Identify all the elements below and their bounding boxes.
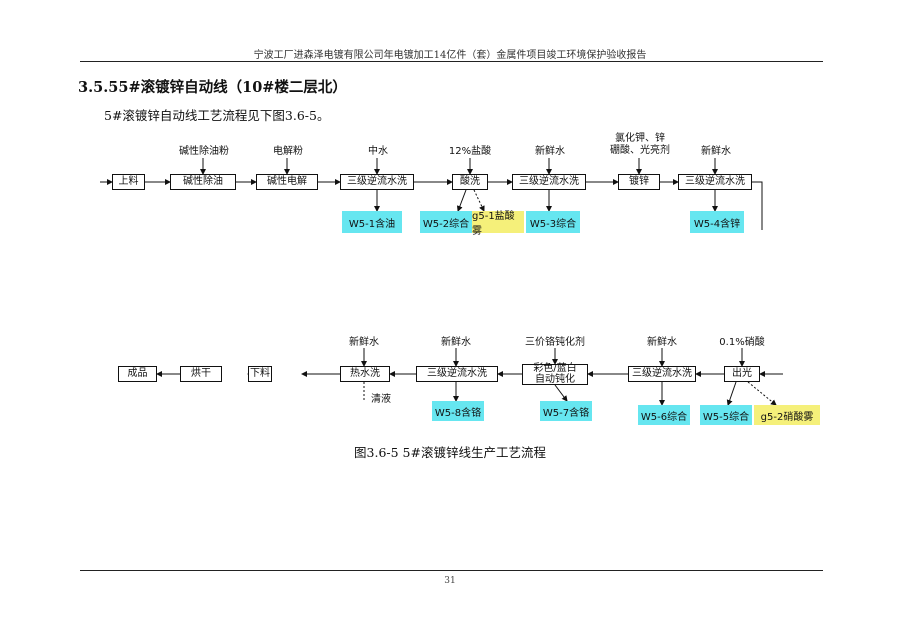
figure-caption: 图3.6-5 5#滚镀锌线生产工艺流程 <box>354 445 546 460</box>
process-step: 下料 <box>248 366 272 382</box>
input-label: 新鲜水 <box>441 337 471 348</box>
exhaust-gas-tag: g5-2硝酸雾 <box>754 405 820 425</box>
footer-rule <box>80 570 823 571</box>
process-step: 三级逆流水洗 <box>340 174 414 190</box>
exhaust-gas-tag: g5-1盐酸雾 <box>472 211 524 237</box>
input-label: 新鲜水 <box>701 146 731 157</box>
process-step: 碱性除油 <box>170 174 236 190</box>
input-label: 新鲜水 <box>647 337 677 348</box>
input-label: 新鲜水 <box>349 337 379 348</box>
wastewater-tag: W5-1含油 <box>342 211 402 233</box>
input-label: 氯化钾、锌 硼酸、光亮剂 <box>610 133 670 156</box>
process-step: 三级逆流水洗 <box>628 366 696 382</box>
process-step: 三级逆流水洗 <box>416 366 498 382</box>
clear-liquid-label: 清液 <box>371 394 391 405</box>
report-header: 宁波工厂进森泽电镀有限公司年电镀加工14亿件（套）金属件项目竣工环境保护验收报告 <box>253 50 647 61</box>
process-step: 上料 <box>112 174 145 190</box>
process-step: 烘干 <box>180 366 222 382</box>
process-step: 彩色/蓝白 自动钝化 <box>522 363 588 385</box>
wastewater-tag: W5-7含铬 <box>540 401 592 421</box>
input-label: 新鲜水 <box>535 146 565 157</box>
input-label: 三价铬钝化剂 <box>525 337 585 348</box>
input-label: 12%盐酸 <box>448 146 492 157</box>
input-label: 碱性除油粉 <box>179 146 229 157</box>
wastewater-tag: W5-5综合 <box>700 405 752 425</box>
process-step: 三级逆流水洗 <box>512 174 586 190</box>
input-label: 电解粉 <box>273 146 303 157</box>
process-step: 镀锌 <box>618 174 660 190</box>
process-step: 酸洗 <box>452 174 488 190</box>
page-number: 31 <box>444 576 456 586</box>
wastewater-tag: W5-8含铬 <box>432 401 484 421</box>
process-step: 三级逆流水洗 <box>678 174 752 190</box>
section-intro: 5#滚镀锌自动线工艺流程见下图3.6-5。 <box>104 108 330 123</box>
process-step: 碱性电解 <box>256 174 318 190</box>
wastewater-tag: W5-3综合 <box>526 211 580 233</box>
input-label: 0.1%硝酸 <box>719 337 765 348</box>
input-label: 中水 <box>368 146 388 157</box>
section-heading: 3.5.55#滚镀锌自动线（10#楼二层北） <box>78 79 347 96</box>
process-step: 热水洗 <box>340 366 390 382</box>
process-step: 成品 <box>118 366 157 382</box>
wastewater-tag: W5-4含锌 <box>690 211 744 233</box>
wastewater-tag: W5-2综合 <box>420 211 472 233</box>
wastewater-tag: W5-6综合 <box>638 405 690 425</box>
process-step: 出光 <box>724 366 760 382</box>
header-rule <box>80 61 823 62</box>
